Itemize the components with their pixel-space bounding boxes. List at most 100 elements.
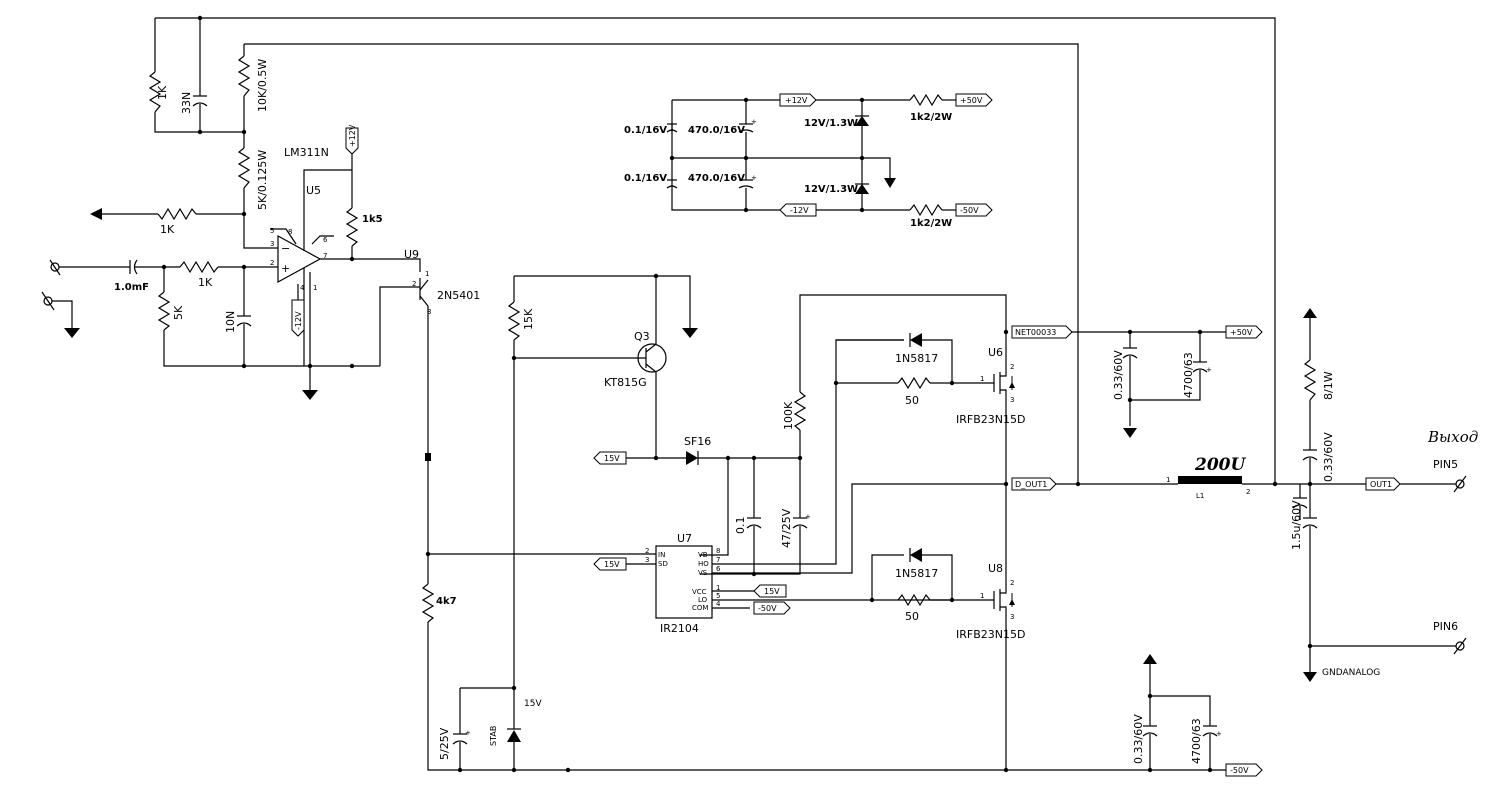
capacitor-4700-top: + 4700/63 <box>1130 352 1212 401</box>
pin6-label: PIN6 <box>1433 620 1458 633</box>
svg-text:12V/1.3W: 12V/1.3W <box>804 118 858 129</box>
r-8w-label: 8/1W <box>1322 371 1335 400</box>
c-033-top-label: 0.33/60V <box>1112 350 1125 400</box>
ground-icon <box>884 178 896 188</box>
c-15u-label: 1.5u/60V <box>1290 500 1303 550</box>
flag-out1: OUT1 <box>1365 477 1401 491</box>
q3-part-label: KT815G <box>604 376 647 389</box>
svg-text:+: + <box>281 262 290 275</box>
flag-15v-sf16: 15V <box>593 451 627 465</box>
arrow-up-icon <box>1303 308 1317 318</box>
svg-text:LO: LO <box>698 596 708 604</box>
gnd-label: GNDANALOG <box>1322 668 1380 678</box>
u9-ref-label: U9 <box>404 248 419 261</box>
flag-ps-p50: +50V <box>955 93 993 107</box>
svg-text:5: 5 <box>270 227 274 235</box>
diode-1n5817-top: 1N5817 <box>836 333 953 383</box>
ground-icon <box>64 328 80 338</box>
c-4700-top-label: 4700/63 <box>1182 352 1195 398</box>
inductor-l1: 200U L1 1 2 <box>1166 455 1250 500</box>
u9-part-label: 2N5401 <box>437 289 480 302</box>
1n5817-bot-label: 1N5817 <box>895 567 938 580</box>
svg-text:+: + <box>465 729 471 737</box>
capacitor-01: 0.1 <box>734 458 762 574</box>
svg-text:3: 3 <box>1010 396 1014 404</box>
ground-icon <box>1123 428 1137 438</box>
svg-text:1: 1 <box>425 270 429 278</box>
svg-text:2: 2 <box>1010 363 1014 371</box>
svg-text:+12V: +12V <box>785 96 808 105</box>
mosfet-u6: U6 IRFB23N15D 1 2 3 <box>956 332 1025 484</box>
svg-text:2: 2 <box>1246 488 1250 496</box>
svg-text:5: 5 <box>716 592 720 600</box>
c-1mf-label: 1.0mF <box>114 282 149 293</box>
transistor-q3: Q3 KT815G <box>514 276 667 458</box>
flag-ps-m50: -50V <box>955 203 993 217</box>
svg-text:4: 4 <box>300 284 305 292</box>
svg-text:4: 4 <box>716 600 721 608</box>
output-terminal-pin6: PIN6 <box>1433 620 1467 655</box>
r-4k7-label: 4k7 <box>436 596 457 607</box>
svg-text:3: 3 <box>270 240 274 248</box>
input-terminal-icon <box>49 259 61 276</box>
svg-text:2: 2 <box>645 547 649 555</box>
u6-ref-label: U6 <box>988 346 1003 359</box>
c-33n-label: 33N <box>180 92 193 114</box>
c-4700-bot-label: 4700/63 <box>1190 718 1203 764</box>
c-5-25v-label: 5/25V <box>438 727 451 760</box>
ground-icon <box>682 328 698 338</box>
svg-text:8: 8 <box>288 228 292 236</box>
stab-label: STAB <box>489 726 498 746</box>
flag-15v-sd: 15V <box>593 557 627 571</box>
svg-text:-50V: -50V <box>758 604 777 613</box>
u7-ref-label: U7 <box>677 532 692 545</box>
r-5k-gnd-label: 5K <box>172 305 185 320</box>
svg-text:D_OUT1: D_OUT1 <box>1015 480 1047 489</box>
capacitor-033-bot: 0.33/60V <box>1132 714 1158 770</box>
svg-text:1k2/2W: 1k2/2W <box>910 218 952 229</box>
c-47-label: 47/25V <box>780 508 793 548</box>
arrow-left-icon <box>90 208 102 220</box>
flag-d-out1: D_OUT1 <box>1011 477 1057 491</box>
svg-text:0.1/16V: 0.1/16V <box>624 125 667 136</box>
l1-value-label: 200U <box>1194 455 1246 475</box>
resistor-1k-feedback: 1K <box>148 71 169 113</box>
svg-text:COM: COM <box>692 604 708 612</box>
resistor-15k: 15K <box>507 273 698 688</box>
transistor-u9: U9 2N5401 1 2 3 <box>379 248 480 584</box>
svg-text:1: 1 <box>313 284 317 292</box>
r-5k-label: 5K/0.125W <box>256 150 269 210</box>
r-15k-label: 15K <box>522 308 535 330</box>
capacitor-33n: 33N <box>180 92 208 114</box>
svg-text:1: 1 <box>716 584 720 592</box>
svg-text:+50V: +50V <box>1230 328 1253 337</box>
u7-part-label: IR2104 <box>660 622 699 635</box>
svg-text:-12V: -12V <box>294 311 303 330</box>
c-033-out-label: 0.33/60V <box>1322 432 1335 482</box>
u5-part-label: LM311N <box>284 146 329 159</box>
stab-zener: 15V STAB <box>460 685 542 770</box>
arrow-up-icon <box>1143 654 1157 664</box>
svg-text:15V: 15V <box>604 454 620 463</box>
r-100k-label: 100K <box>782 401 795 430</box>
u8-ref-label: U8 <box>988 562 1003 575</box>
svg-text:+: + <box>751 118 757 126</box>
resistor-50-top: 50 <box>836 376 994 407</box>
r-10k-label: 10K/0.5W <box>256 59 269 112</box>
svg-text:+12V: +12V <box>348 124 357 147</box>
q3-ref-label: Q3 <box>634 330 650 343</box>
svg-text:+: + <box>1216 730 1222 738</box>
svg-text:VCC: VCC <box>692 588 707 596</box>
resistor-10k: 10K/0.5W <box>237 55 269 112</box>
r-1k5-label: 1k5 <box>362 214 383 225</box>
svg-text:VB: VB <box>698 551 708 559</box>
resistor-1k5: 1k5 <box>345 207 383 247</box>
comparator-u5: LM311N U5 − + 3 2 5 8 6 7 4 1 <box>270 146 421 366</box>
svg-text:6: 6 <box>716 565 721 573</box>
svg-text:+: + <box>751 174 757 182</box>
c-01-label: 0.1 <box>734 517 747 535</box>
capacitor-033-top: 0.33/60V <box>1112 347 1138 426</box>
1n5817-top-label: 1N5817 <box>895 352 938 365</box>
